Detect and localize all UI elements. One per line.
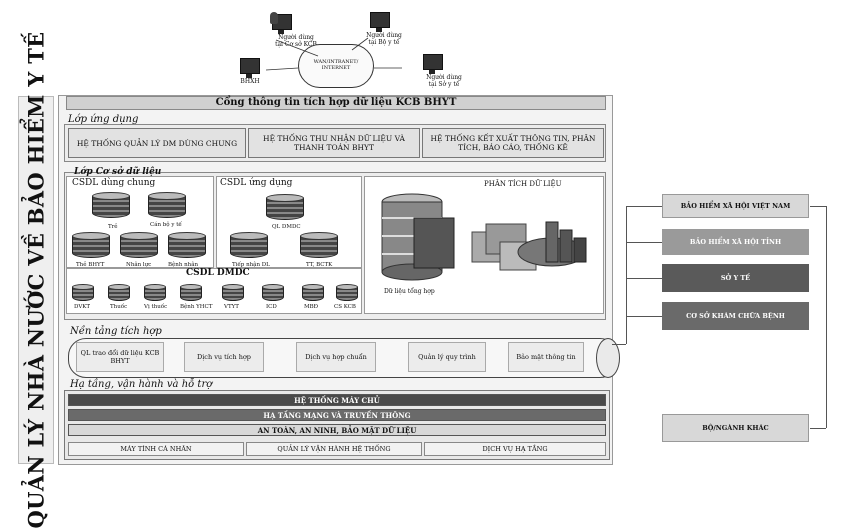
stakeholder-so-y-te: SỞ Y TẾ [662, 264, 809, 292]
dmdc-label: CS KCB [334, 304, 356, 310]
stakeholder-link [626, 242, 662, 243]
db-label-tre: Trẻ [108, 224, 118, 230]
integration-title: Nền tảng tích hợp [70, 326, 162, 337]
stakeholder-connector [626, 206, 627, 344]
network-links [265, 37, 402, 71]
dmdc-cylinder [336, 284, 358, 302]
service-quy-trinh: Quản lý quy trình [408, 342, 486, 372]
dmdc-label: MBĐ [304, 304, 319, 310]
bhxh-label: BHXH [240, 78, 260, 85]
db-label-benhnhan: Bệnh nhân [168, 262, 199, 268]
db-layer-title: Lớp Cơ sở dữ liệu [74, 167, 162, 177]
stakeholder-connector [826, 206, 827, 428]
portal-title: Cổng thông tin tích hợp dữ liệu KCB BHYT [66, 96, 606, 110]
user-boyte-label: Người dùng tại Bộ y tế [366, 32, 402, 46]
stakeholder-link [626, 316, 662, 317]
dmdc-label: DVKT [74, 304, 91, 310]
network-cloud: WAN/INTRANET/ INTERNET [298, 44, 374, 88]
dmdc-label: VTYT [224, 304, 239, 310]
app-box-thanh-toan: HỆ THỐNG THU NHẬN DỮ LIỆU VÀ THANH TOÁN … [248, 128, 420, 158]
db-cylinder-tiepnhan [230, 232, 268, 262]
stakeholder-link [626, 278, 662, 279]
db-dmdc-title: CSDL DMDC [186, 268, 250, 278]
service-bao-mat: Bảo mật thông tin [508, 342, 584, 372]
stakeholder-link [810, 206, 826, 207]
db-cylinder-ttbctk [300, 232, 338, 262]
service-tich-hop: Dịch vụ tích hợp [184, 342, 264, 372]
dmdc-cylinder [108, 284, 130, 302]
dmdc-label: Bệnh YHCT [180, 304, 213, 310]
stakeholder-co-so-kcb: CƠ SỞ KHÁM CHỮA BỆNH [662, 302, 809, 330]
user-boyte: Người dùng tại Bộ y tế [350, 12, 410, 46]
user-kcb-label: Người dùng tại Cơ sở KCB [275, 34, 317, 48]
analysis-graphic [381, 193, 587, 281]
service-hop-chuan: Dịch vụ hợp chuẩn [296, 342, 376, 372]
computer-icon [370, 12, 390, 32]
db-cylinder-tre [92, 192, 130, 222]
vertical-title: QUẢN LÝ NHÀ NƯỚC VỀ BẢO HIỂM Y TẾ [23, 31, 49, 528]
dmdc-cylinder [180, 284, 202, 302]
app-layer-title: Lớp ứng dụng [68, 114, 139, 125]
computer-icon [423, 54, 443, 74]
dmdc-cylinder [72, 284, 94, 302]
analysis-title: PHÂN TÍCH DỮ LIỆU [484, 180, 562, 188]
analysis-label: Dữ liệu tổng hợp [384, 288, 435, 295]
db-shared-title: CSDL dùng chung [72, 178, 156, 188]
cloud-label: WAN/INTRANET/ INTERNET [313, 59, 359, 71]
user-soyte: Người dùng tại Sở y tế [398, 54, 468, 88]
stakeholder-bhxh-tinh: BẢO HIỂM XÃ HỘI TỈNH [662, 229, 809, 255]
service-ql-trao-doi: QL trao đổi dữ liệu KCB BHYT [76, 342, 164, 372]
stakeholder-link [612, 344, 626, 345]
stakeholder-link [626, 206, 662, 207]
vertical-title-bar: QUẢN LÝ NHÀ NƯỚC VỀ BẢO HIỂM Y TẾ [18, 32, 54, 528]
infra-row-security: AN TOÀN, AN NINH, BẢO MẬT DỮ LIỆU [68, 424, 606, 436]
db-label-canbo: Cán bộ y tế [150, 222, 182, 228]
infra-title: Hạ tầng, vận hành và hỗ trợ [70, 379, 213, 390]
user-soyte-label: Người dùng tại Sở y tế [426, 74, 462, 88]
db-label-tiepnhan: Tiếp nhận DL [232, 262, 270, 268]
computer-icon [240, 58, 260, 78]
infra-pc: MÁY TÍNH CÁ NHÂN [68, 442, 244, 456]
app-box-dm: HỆ THỐNG QUẢN LÝ DM DÙNG CHUNG [68, 128, 246, 158]
db-cylinder-the [72, 232, 110, 262]
user-bhxh: BHXH [232, 58, 268, 85]
stakeholder-link [810, 428, 826, 429]
db-label-ttbctk: TT, BCTK [306, 262, 333, 268]
dmdc-cylinder [262, 284, 284, 302]
db-cylinder-benhnhan [168, 232, 206, 262]
dmdc-label: Thuốc [110, 304, 128, 310]
db-cylinder-canbo [148, 192, 186, 222]
db-label-nhanluc: Nhân lực [126, 262, 152, 268]
db-label-the: Thẻ BHYT [76, 262, 105, 268]
app-box-bao-cao: HỆ THỐNG KẾT XUẤT THÔNG TIN, PHÂN TÍCH, … [422, 128, 604, 158]
dmdc-cylinder [222, 284, 244, 302]
person-icon [270, 12, 278, 24]
db-label-qldmdc: QL DMDC [272, 224, 301, 230]
stakeholder-bo-nganh: BỘ/NGÀNH KHÁC [662, 414, 809, 442]
infra-row-servers: HỆ THỐNG MÁY CHỦ [68, 394, 606, 406]
stakeholder-bhxh-vn: BẢO HIỂM XÃ HỘI VIỆT NAM [662, 194, 809, 218]
infra-row-network: HẠ TẦNG MẠNG VÀ TRUYỀN THÔNG [68, 409, 606, 421]
db-app-title: CSDL ứng dụng [220, 178, 293, 188]
dmdc-label: ICD [266, 304, 277, 310]
infra-services: DỊCH VỤ HẠ TẦNG [424, 442, 606, 456]
dmdc-cylinder [302, 284, 324, 302]
db-cylinder-qldmdc [266, 194, 304, 224]
dmdc-label: Vị thuốc [144, 304, 168, 310]
dmdc-cylinder [144, 284, 166, 302]
infra-ops: QUẢN LÝ VẬN HÀNH HỆ THỐNG [246, 442, 422, 456]
db-cylinder-nhanluc [120, 232, 158, 262]
